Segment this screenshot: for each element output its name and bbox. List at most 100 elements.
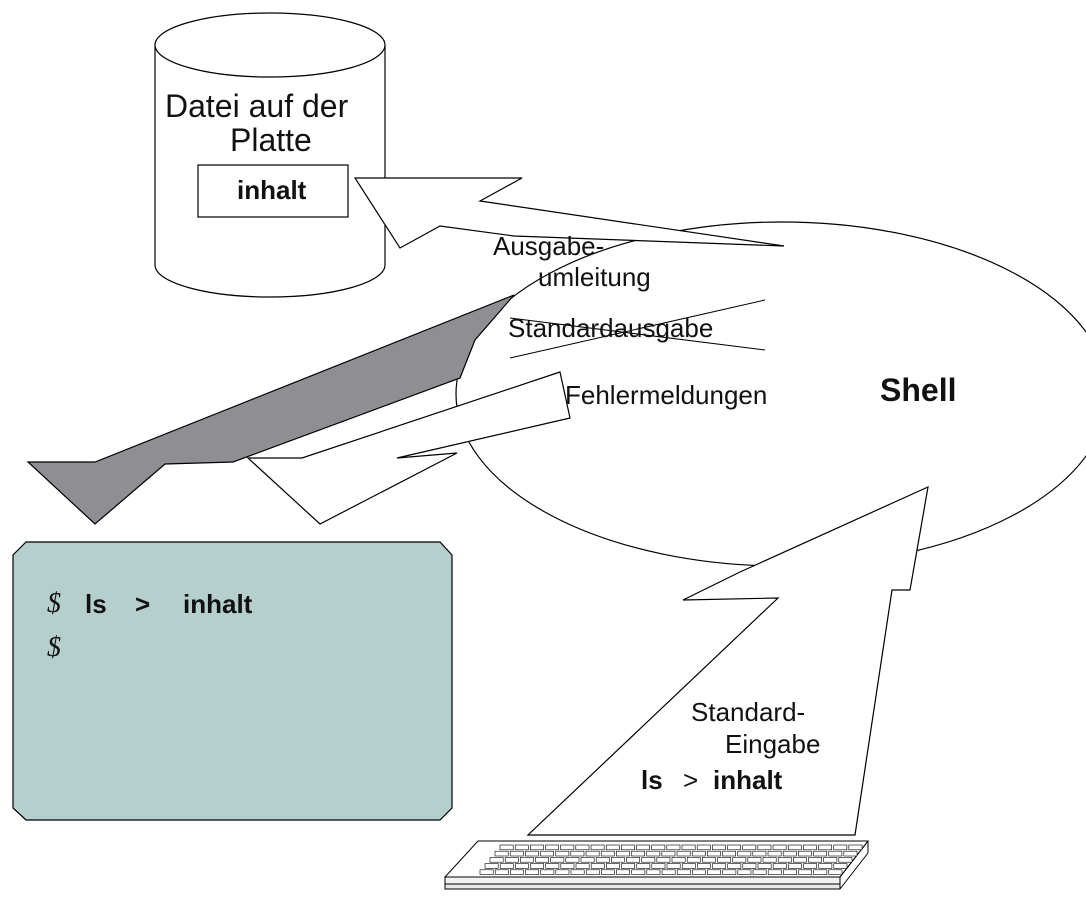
keyboard-key (590, 863, 605, 869)
keyboard-key (494, 869, 509, 875)
keyboard-key (616, 869, 630, 875)
keyboard-key (696, 844, 711, 851)
keyboard-key (499, 863, 514, 869)
keyboard-key (605, 863, 620, 869)
keyboard-key (706, 850, 721, 857)
keyboard-key (519, 857, 534, 863)
keyboard-key (555, 869, 570, 875)
keyboard-key (651, 844, 666, 851)
keyboard-key (540, 869, 555, 875)
keyboard-key (666, 844, 681, 851)
keyboard-key (661, 869, 676, 875)
keyboard-key (681, 844, 696, 851)
keyboard-key (524, 850, 539, 857)
keyboard-key (828, 869, 843, 875)
keyboard-key (575, 863, 590, 869)
keyboard-key (631, 869, 646, 875)
terminal-prompt-2: $ (47, 632, 61, 663)
keyboard-key (555, 850, 570, 857)
file-label: inhalt (237, 175, 307, 205)
keyboard-key (752, 869, 767, 875)
keyboard-key (514, 863, 529, 869)
keyboard-operator: > (683, 765, 699, 795)
keyboard-key (823, 857, 838, 863)
keyboard-key (656, 857, 671, 863)
keyboard-key (722, 869, 737, 875)
terminal-target: inhalt (183, 589, 253, 619)
keyboard-key (570, 869, 585, 875)
keyboard-key (732, 857, 747, 863)
keyboard-key (661, 850, 676, 857)
redirect-label-line1: Ausgabe- (493, 231, 605, 261)
keyboard-key (676, 850, 691, 857)
keyboard-key (818, 863, 833, 869)
keyboard-key (772, 863, 787, 869)
keyboard-key (696, 863, 711, 869)
keyboard-key (595, 857, 610, 863)
keyboard-key (757, 844, 772, 851)
keyboard-key (509, 869, 524, 875)
keyboard-key (646, 850, 661, 857)
redirect-label-line2: umleitung (538, 262, 651, 292)
keyboard-key (833, 863, 848, 869)
keyboard-key (727, 863, 742, 869)
keyboard-key (802, 844, 817, 851)
stdout-arrow (26, 294, 515, 525)
keyboard-key (843, 850, 858, 857)
stdin-label-line1: Standard- (691, 697, 806, 727)
keyboard-key (545, 863, 560, 869)
keyboard-key (600, 850, 615, 857)
keyboard-key (479, 869, 494, 875)
keyboard-key (636, 844, 650, 851)
keyboard-key (762, 857, 777, 863)
keyboard-key (666, 863, 681, 869)
keyboard-key (590, 844, 605, 851)
keyboard-key (686, 857, 701, 863)
keyboard-command: ls (641, 765, 663, 795)
keyboard-key (600, 869, 615, 875)
keyboard-key (813, 869, 828, 875)
keyboard-key (605, 844, 620, 851)
keyboard-key (777, 857, 792, 863)
keyboard-key (712, 863, 726, 869)
keyboard-key (489, 857, 504, 863)
disk-title-line2: Platte (230, 122, 312, 158)
keyboard-key (525, 869, 539, 875)
keyboard-key (782, 850, 797, 857)
keyboard-key (585, 850, 600, 857)
keyboard-key (797, 850, 812, 857)
keyboard-key (621, 863, 635, 869)
keyboard-key (707, 869, 721, 875)
keyboard-key (620, 844, 635, 851)
keyboard-key (484, 863, 499, 869)
keyboard-key (514, 844, 529, 851)
keyboard-key (701, 857, 716, 863)
keyboard-key (818, 844, 832, 851)
keyboard-key (833, 844, 848, 851)
keyboard-key (691, 850, 706, 857)
keyboard-key (767, 850, 782, 857)
terminal-window (12, 541, 453, 821)
keyboard-key (545, 844, 559, 851)
keyboard-key (798, 869, 812, 875)
keyboard-key (509, 850, 524, 857)
keyboard-key (615, 850, 630, 857)
keyboard-key (671, 857, 686, 863)
keyboard-target: inhalt (713, 765, 783, 795)
keyboard-key (792, 857, 807, 863)
terminal-prompt-1: $ (47, 588, 61, 619)
file-box (197, 164, 349, 218)
keyboard-key (504, 857, 519, 863)
keyboard-key (681, 863, 696, 869)
keyboard-key (782, 869, 797, 875)
keyboard-key (742, 844, 757, 851)
keyboard-key (848, 844, 863, 851)
keyboard-key (722, 850, 736, 857)
redirect-arrow (353, 177, 785, 249)
keyboard-key (570, 850, 585, 857)
keyboard-key (691, 869, 706, 875)
terminal-operator: > (135, 589, 151, 619)
keyboard-key (641, 857, 656, 863)
keyboard-key (530, 863, 544, 869)
